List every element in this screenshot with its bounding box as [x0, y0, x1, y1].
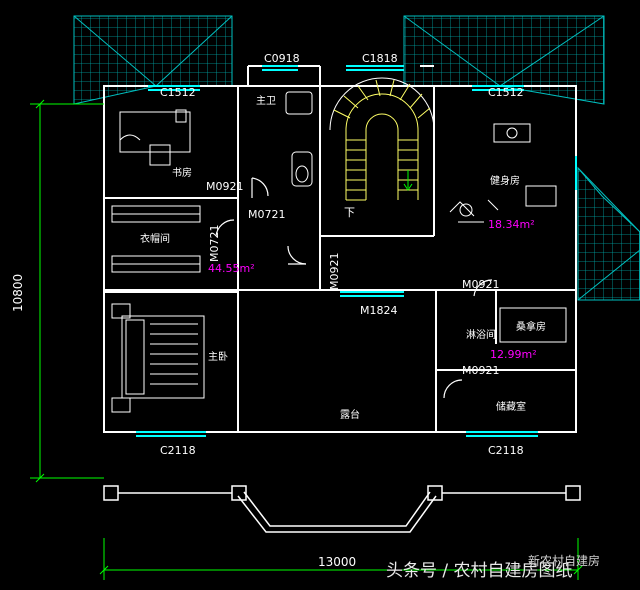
dimension-depth: 10800 [11, 274, 25, 312]
room-label-terrace: 露台 [340, 408, 360, 421]
room-label-master-bath: 主卫 [256, 95, 276, 107]
door-label-study: M0921 [206, 180, 244, 193]
window-label-bottom-left: C2118 [160, 444, 196, 457]
window-label-top-right: C1512 [488, 86, 524, 99]
area-label-bath-suite: 12.99m² [490, 348, 537, 361]
walls [103, 65, 577, 433]
windows [136, 65, 577, 437]
room-label-master-bedroom: 主卧 [208, 350, 228, 363]
watermark-logo: 新农村自建房 [528, 554, 601, 568]
area-label-master-suite: 44.55m² [208, 262, 255, 275]
study-desk [119, 109, 191, 166]
door-label-bath: M0921 [328, 253, 341, 291]
window-label-stair: C1818 [362, 52, 398, 65]
window-label-bath: C0918 [264, 52, 300, 65]
door-swings [215, 177, 493, 399]
window-label-bottom-right: C2118 [488, 444, 524, 457]
dimension-lines [30, 99, 583, 580]
room-label-study: 书房 [172, 166, 192, 179]
door-label-bedroom: M0721 [208, 225, 221, 263]
room-label-sauna: 桑拿房 [516, 320, 546, 333]
room-label-bath: 淋浴间 [466, 328, 496, 341]
room-label-closet: 衣帽间 [140, 232, 170, 245]
door-label-bath-suite: M0921 [462, 364, 500, 377]
staircase [329, 77, 435, 201]
room-label-storage: 储藏室 [496, 400, 526, 413]
window-label-top-left: C1512 [160, 86, 196, 99]
door-label-terrace: M1824 [360, 304, 398, 317]
area-label-gym: 18.34m² [488, 218, 535, 231]
door-label-closet: M0721 [248, 208, 286, 221]
gym-equipment [449, 123, 557, 223]
stair-down-label: 下 [344, 206, 355, 219]
door-label-gym: M0921 [462, 278, 500, 291]
bed [111, 303, 205, 413]
terrace-bay [103, 485, 581, 533]
bath-fixtures [285, 91, 313, 187]
sauna-room [499, 307, 567, 343]
roof-right [403, 15, 605, 105]
roof-side [577, 166, 640, 301]
closet-rails [111, 205, 201, 273]
watermark-text: 头条号 / 农村自建房图纸 [386, 561, 573, 581]
dimension-width: 13000 [318, 555, 356, 569]
room-label-gym: 健身房 [490, 174, 520, 187]
